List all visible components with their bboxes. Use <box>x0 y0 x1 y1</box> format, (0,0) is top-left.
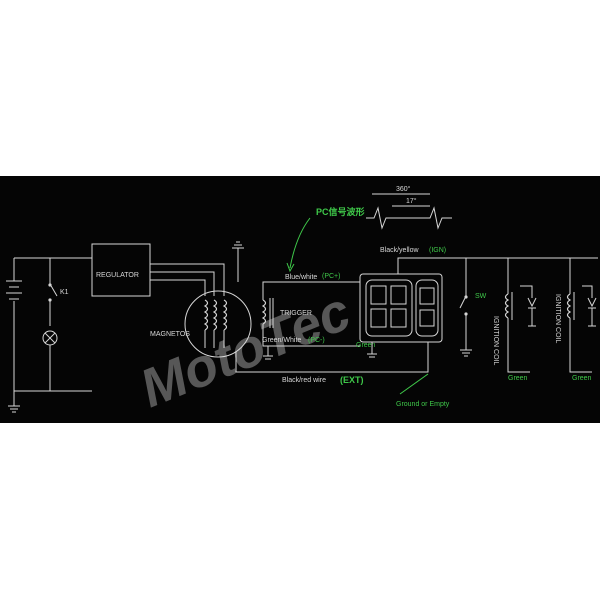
green-coil-2-label: Green <box>572 375 592 382</box>
k1-switch <box>48 258 58 326</box>
pc-signal-annotation: PC信号波形 360° 17° <box>286 185 452 273</box>
left-circuit: K1 <box>6 257 92 413</box>
battery-symbol <box>6 280 22 300</box>
ground-symbol-left <box>8 405 20 413</box>
sw-switch <box>459 258 472 357</box>
wiring-diagram-panel: MotoTec K1 <box>0 176 600 423</box>
blue-white-label: Blue/white <box>285 274 317 281</box>
magneto-symbol <box>184 290 252 358</box>
deg17-label: 17° <box>406 197 417 205</box>
ground-empty-label: Ground or Empty <box>396 401 450 408</box>
ignition-coil-1 <box>504 258 537 373</box>
green-white-label: Green/White <box>262 337 301 344</box>
ign-label: (IGN) <box>429 247 446 254</box>
sw-label: SW <box>475 293 487 300</box>
black-yellow-label: Black/yellow <box>380 247 419 254</box>
ignition-coil-1-label: IGNITION COIL <box>492 316 499 366</box>
cdi-box <box>359 273 443 343</box>
pc-minus-label: (PC-) <box>308 337 325 344</box>
pc-plus-label: (PC+) <box>322 273 340 280</box>
wiring-diagram: MotoTec K1 <box>6 185 598 419</box>
ignition-coil-2-label: IGNITION COIL <box>554 294 561 344</box>
regulator-label: REGULATOR <box>96 272 139 279</box>
trigger-symbol <box>261 281 360 360</box>
watermark: MotoTec <box>132 281 358 419</box>
deg360-label: 360° <box>396 185 411 193</box>
lamp-symbol <box>42 330 58 391</box>
green-coil-1-label: Green <box>508 375 528 382</box>
ground-symbol-top <box>232 241 244 249</box>
green-cdi-label: Green <box>356 342 376 349</box>
trigger-label: TRIGGER <box>280 310 312 317</box>
ignition-coil-2 <box>566 258 597 373</box>
magnetos-label: MAGNETOS <box>150 331 190 338</box>
k1-label: K1 <box>60 289 69 296</box>
regulator-block: REGULATOR <box>91 243 151 297</box>
black-red-label: Black/red wire <box>282 377 326 384</box>
ext-label: (EXT) <box>340 375 364 385</box>
pc-signal-label: PC信号波形 <box>316 206 365 217</box>
